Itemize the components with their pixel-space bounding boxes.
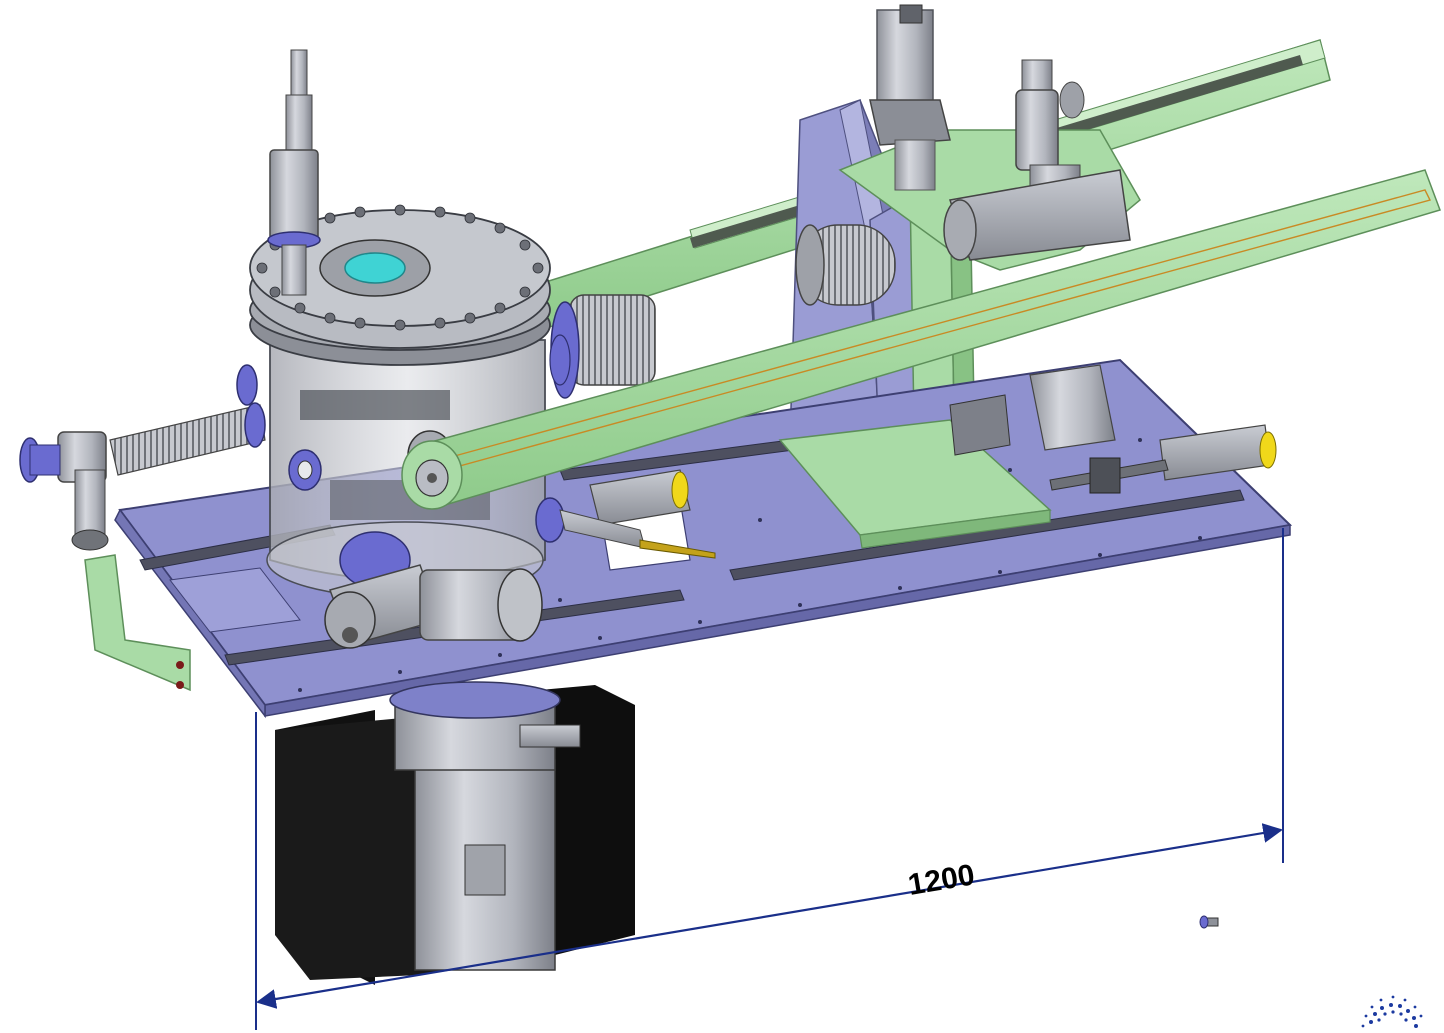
tower-bellows [795,224,896,306]
logo-icon [1361,995,1423,1028]
left-bracket [84,554,191,692]
swing-arm [401,169,1441,510]
tower-motor [869,4,951,191]
dimension-line [256,823,1283,1009]
tower-base [778,419,1052,549]
turbo-pump [275,681,635,985]
right-valve-assembly [943,59,1131,261]
left-hose-valve [19,402,266,551]
top-feedthrough [267,49,321,296]
loose-screw [1199,915,1219,929]
front-actuators [535,364,1277,559]
dimension-value: 1200 [906,858,977,902]
bottom-gate-valve [324,531,543,649]
